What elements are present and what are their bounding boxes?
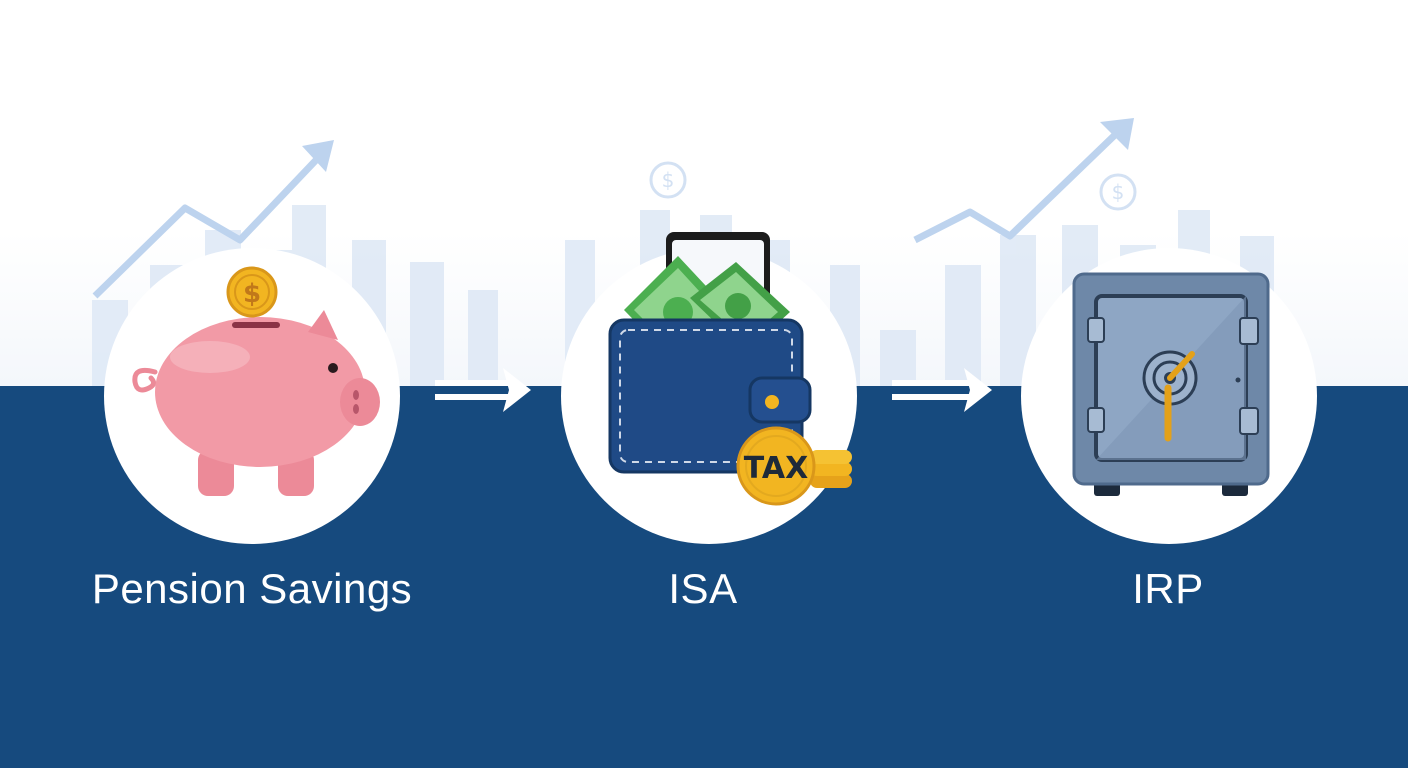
tax-coin-badge: TAX [736, 426, 852, 506]
svg-text:$: $ [662, 168, 675, 192]
arrow-right-icon [892, 368, 992, 412]
step-label-irp: IRP [1132, 565, 1204, 612]
step-label-pension-savings: Pension Savings [91, 565, 413, 612]
safe-icon [1072, 272, 1270, 496]
step-label-isa: ISA [668, 565, 738, 612]
safe-dial-icon [1142, 350, 1198, 442]
tax-coin-text: TAX [744, 451, 808, 486]
coin-dollar-sign: $ [243, 279, 261, 309]
svg-text:$: $ [1112, 180, 1125, 204]
piggy-bank-icon: $ [132, 266, 380, 496]
wallet-icon: TAX [608, 232, 852, 506]
arrow-right-icon [435, 368, 531, 412]
